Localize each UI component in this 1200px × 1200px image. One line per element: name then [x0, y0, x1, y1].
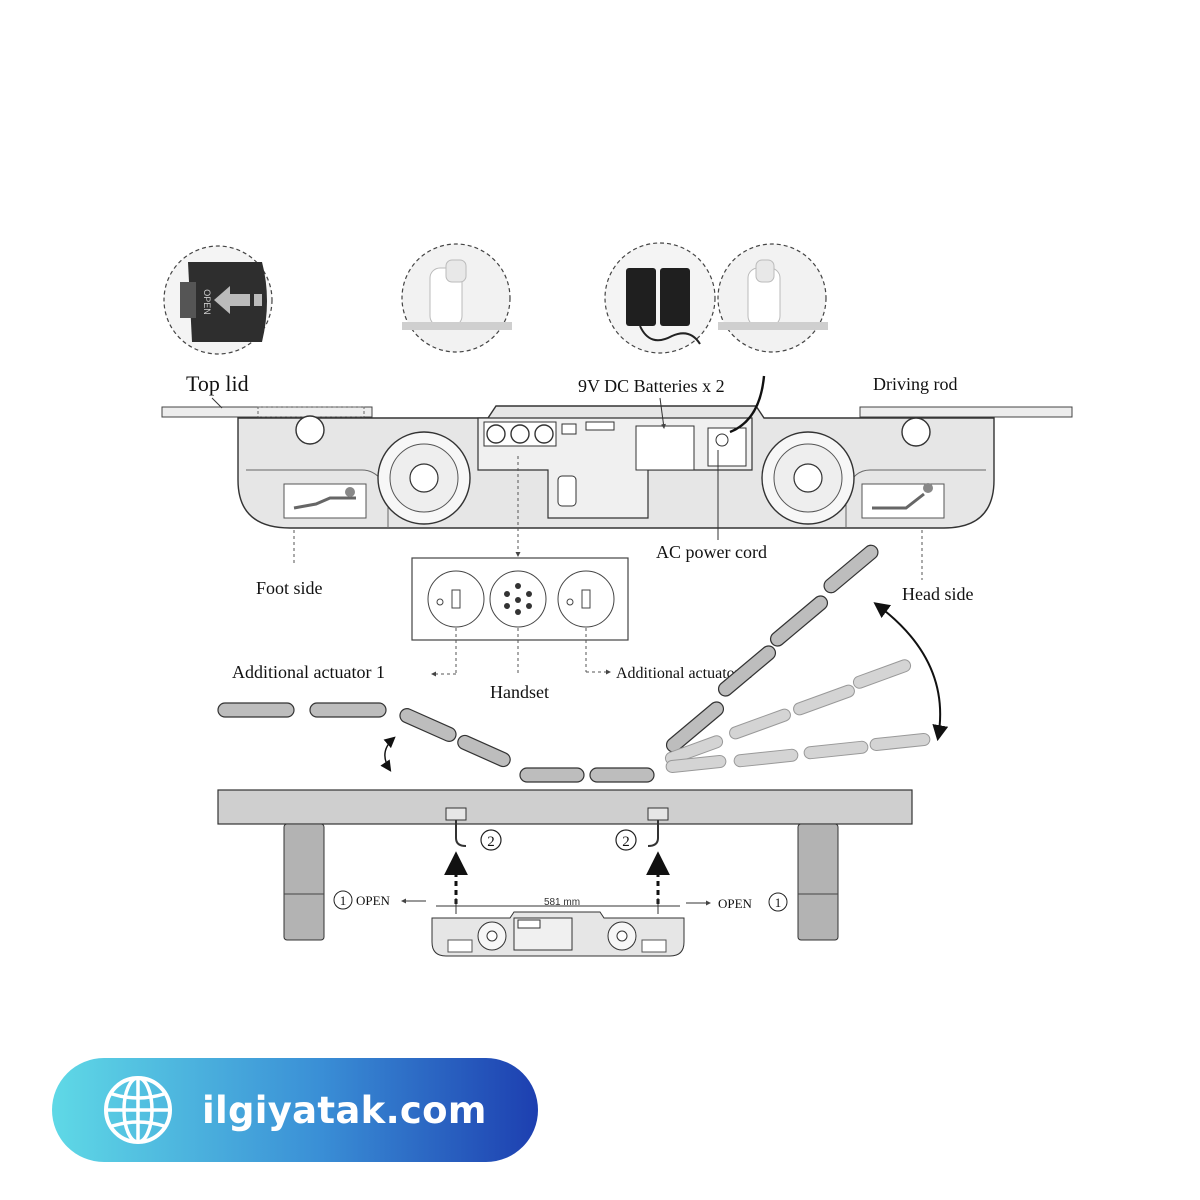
foot-side-icon	[283, 483, 367, 519]
foot-side-label: Foot side	[256, 578, 323, 598]
ac-power-cord-label: AC power cord	[656, 542, 767, 562]
svg-text:2: 2	[622, 834, 630, 850]
head-side-icon	[861, 483, 945, 519]
step-2-right: 2	[615, 829, 637, 851]
website-badge[interactable]: ilgiyatak.com	[52, 1058, 538, 1162]
head-rotation-arrow	[873, 602, 949, 742]
bed-slats	[217, 544, 879, 783]
handset-label: Handset	[490, 682, 549, 702]
callout-batteries	[604, 242, 716, 354]
motor-left	[377, 431, 471, 525]
bed-frame	[217, 789, 913, 941]
actuator-2-port	[557, 570, 615, 628]
callout-lid-open: OPEN	[163, 245, 273, 355]
globe-icon	[104, 1076, 172, 1144]
lid-open-text: OPEN	[202, 289, 212, 315]
connector-panel	[411, 557, 629, 677]
callout-hook-right	[717, 243, 828, 353]
actuator-unit	[161, 375, 1073, 580]
step-2-left: 2	[480, 829, 502, 851]
handset-port	[489, 570, 547, 628]
svg-text:1: 1	[775, 895, 782, 910]
svg-text:2: 2	[487, 834, 495, 850]
open-left-indicator: 1 OPEN	[333, 890, 426, 910]
actuator-1-port	[427, 570, 485, 628]
additional-actuator-1-label: Additional actuator 1	[232, 662, 385, 682]
actuator-unit-small: 581 mm	[431, 897, 685, 957]
width-dimension-label: 581 mm	[544, 897, 580, 908]
head-side-label: Head side	[902, 584, 973, 604]
driving-rod-label: Driving rod	[873, 374, 958, 394]
website-link[interactable]: ilgiyatak.com	[202, 1088, 487, 1132]
foot-rotation-arrow	[380, 736, 396, 772]
callout-hook-left	[401, 243, 512, 353]
open-left-label: OPEN	[356, 893, 391, 908]
svg-text:1: 1	[340, 893, 347, 908]
top-lid-label: Top lid	[186, 371, 249, 396]
motor-right	[761, 431, 855, 525]
open-right-indicator: OPEN 1	[686, 892, 788, 912]
additional-actuator-2-label: Additional actuator 2	[616, 665, 752, 682]
batteries-label: 9V DC Batteries x 2	[578, 376, 725, 396]
open-right-label: OPEN	[718, 896, 753, 911]
